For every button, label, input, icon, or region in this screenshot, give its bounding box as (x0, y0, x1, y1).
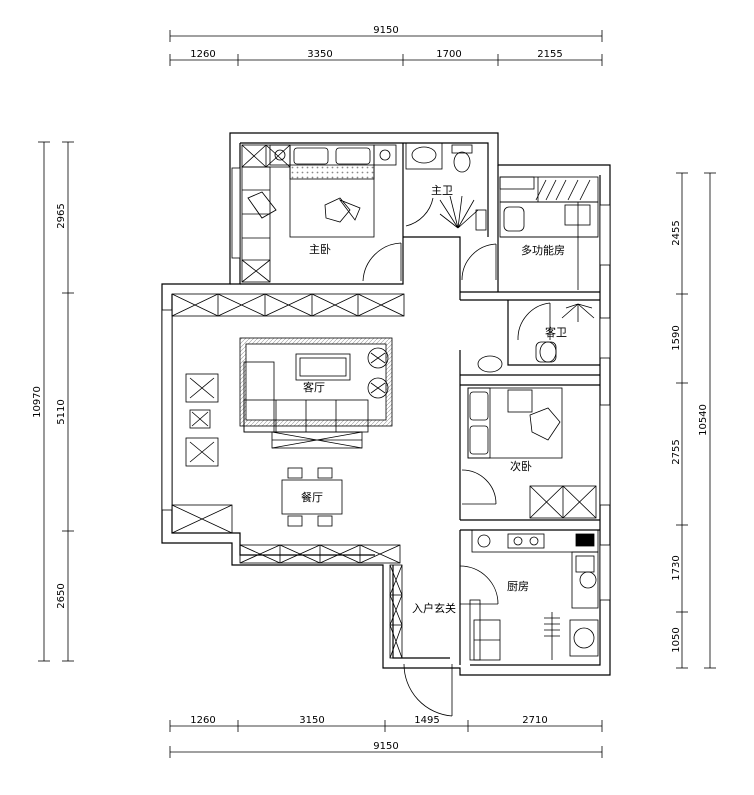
master-bath-label: 主卫 (431, 184, 453, 197)
guest-bath-label: 客卫 (545, 325, 567, 339)
second-bedroom-label: 次卧 (510, 459, 532, 473)
dining-room-label: 餐厅 (301, 490, 323, 504)
top-total-dim: 9150 (373, 25, 398, 36)
bottom-dim-4: 2710 (522, 715, 547, 726)
right-dim-1: 2455 (671, 220, 682, 245)
right-dim-5: 1050 (671, 627, 682, 652)
dining-room (281, 467, 343, 527)
left-dimensions (38, 141, 74, 662)
master-bedroom-label: 主卧 (309, 243, 331, 256)
bottom-dimensions (169, 720, 603, 758)
left-dim-1: 2965 (56, 203, 67, 228)
multi-function-room (461, 176, 599, 290)
top-dimensions (169, 30, 603, 66)
bottom-dim-3: 1495 (414, 715, 439, 726)
top-dim-4: 2155 (537, 49, 562, 60)
kitchen (459, 529, 599, 661)
left-total-dim: 10970 (32, 386, 43, 418)
second-bedroom (461, 387, 597, 519)
right-dimensions (676, 172, 716, 669)
bottom-total-dim: 9150 (373, 741, 398, 752)
entrance (389, 564, 453, 717)
kitchen-label: 厨房 (507, 580, 529, 593)
living-room-label: 客厅 (303, 380, 325, 394)
guest-bath (477, 302, 595, 373)
top-dim-2: 3350 (307, 49, 332, 60)
bottom-dim-2: 3150 (299, 715, 324, 726)
entrance-label: 入户玄关 (412, 601, 456, 615)
living-room (171, 293, 405, 564)
master-bedroom (241, 144, 402, 283)
right-total-dim: 10540 (698, 404, 709, 436)
right-dim-4: 1730 (671, 555, 682, 580)
multi-function-label: 多功能房 (521, 243, 565, 257)
master-bath (405, 142, 487, 231)
top-dim-3: 1700 (436, 49, 461, 60)
top-dim-1: 1260 (190, 49, 215, 60)
left-dim-2: 5110 (56, 399, 67, 424)
right-dim-2: 1590 (671, 325, 682, 350)
right-dim-3: 2755 (671, 439, 682, 464)
windows (161, 167, 611, 661)
left-dim-3: 2650 (56, 583, 67, 608)
bottom-dim-1: 1260 (190, 715, 215, 726)
